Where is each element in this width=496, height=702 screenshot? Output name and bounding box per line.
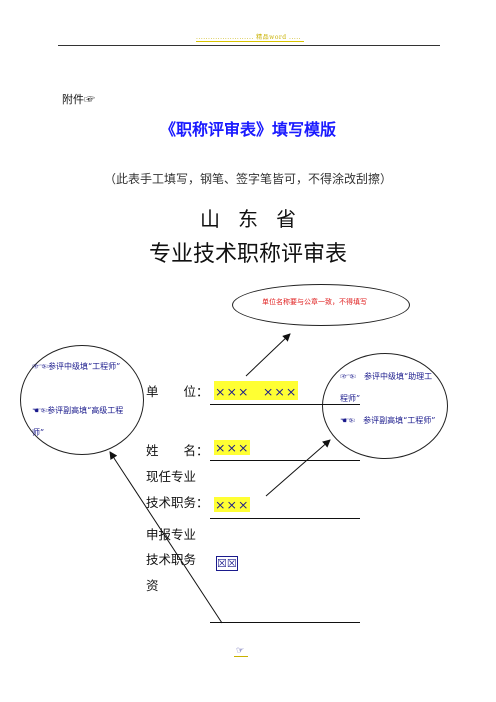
arrow-to-unit-note — [245, 333, 291, 377]
province-name: 山东省 — [200, 207, 314, 231]
unit-value: ××× ××× — [214, 381, 299, 400]
name-value: ××× — [214, 440, 251, 455]
header-running-text: ........................ 精品word ..... — [196, 34, 302, 41]
header-underline — [196, 41, 304, 42]
right-note-bubble — [322, 353, 448, 459]
page-footer-mark: ☞ — [236, 646, 245, 656]
apply-post-label-line3: 资 — [146, 578, 159, 593]
apply-post-label-line2: 技术职务 — [146, 552, 197, 567]
apply-post-value: ☒☒ — [216, 556, 238, 571]
page-title: 《职称评审表》填写模版 — [159, 120, 336, 139]
form-title: 专业技术职称评审表 — [148, 242, 347, 267]
right-note-2: ☚☜ 参评副高填“工程师” — [340, 416, 436, 425]
unit-underline — [210, 404, 360, 405]
unit-note-text: 单位名称要与公章一致，不得填写 — [262, 298, 367, 306]
attachment-label: 附件☞ — [62, 93, 95, 106]
unit-note-bubble — [232, 284, 410, 326]
unit-label: 单 位： — [146, 384, 209, 399]
left-note-bubble — [20, 345, 144, 455]
header-rule — [58, 45, 440, 46]
bottom-underline — [210, 622, 360, 623]
right-note-1: ☞☜ 参评中级填“助理工程师” — [340, 372, 433, 403]
apply-post-label-line1: 申报专业 — [146, 527, 197, 542]
current-post-label-line2: 技术职务： — [146, 495, 209, 510]
name-label: 姓 名： — [146, 443, 209, 458]
name-underline — [210, 460, 360, 461]
arrow-to-right-note — [265, 439, 331, 497]
instruction-text: （此表手工填写，钢笔、签字笔皆可，不得涂改刮擦） — [103, 172, 392, 186]
current-post-value: ××× — [214, 497, 251, 512]
arrow-to-left-note — [109, 451, 223, 624]
current-post-label-line1: 现任专业 — [146, 469, 197, 484]
footer-underline — [234, 656, 248, 657]
left-note-1: ☞☜参评中级填“工程师” — [32, 362, 121, 371]
current-post-underline — [210, 518, 360, 519]
left-note-2: ☚☜参评副高填“高级工程师” — [32, 406, 124, 437]
